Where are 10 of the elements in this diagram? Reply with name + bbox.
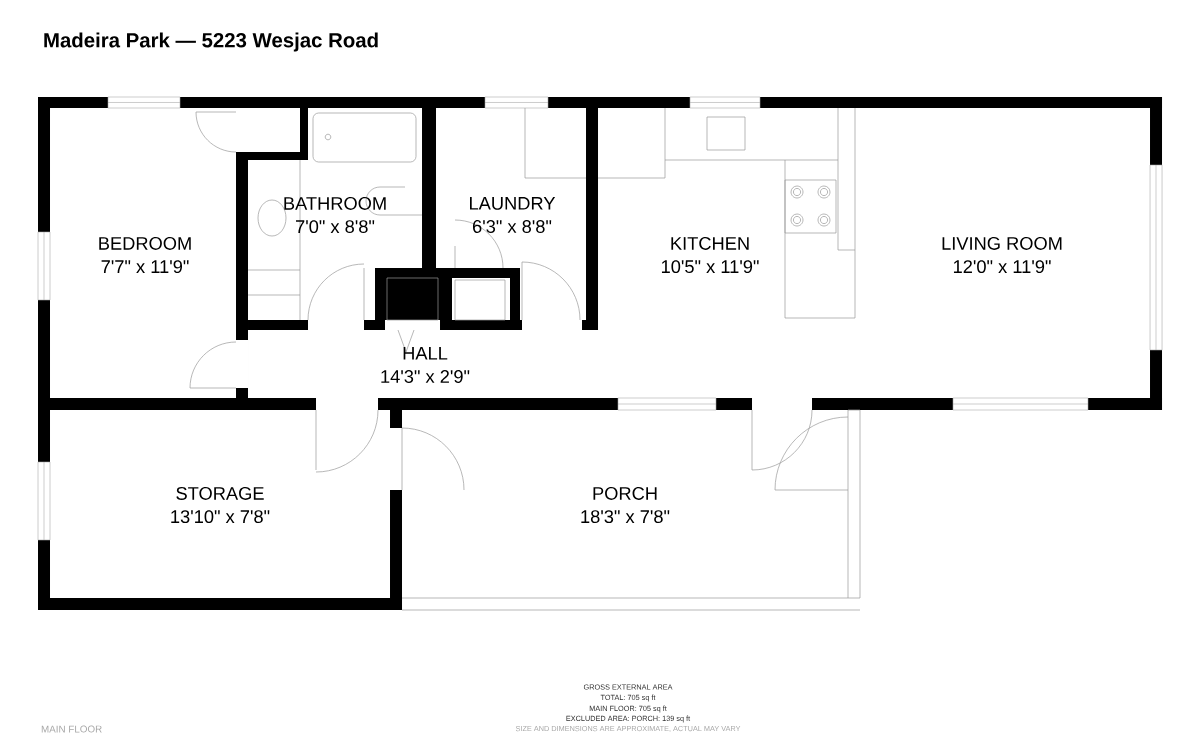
- floor-label: MAIN FLOOR: [41, 725, 102, 733]
- room-label: BATHROOM 7'0" x 8'8": [284, 196, 386, 234]
- room-label: LAUNDRY 6'3" x 8'8": [470, 197, 556, 233]
- room-label: KITCHEN 10'5" x 11'9": [661, 236, 759, 274]
- room-label: PORCH 18'3" x 7'8": [581, 486, 670, 524]
- room-label: HALL 14'3" x 2'9": [381, 347, 470, 383]
- room-label: STORAGE 13'10" x 7'8": [171, 486, 270, 524]
- room-label: BEDROOM 7'7" x 11'9": [99, 236, 191, 274]
- room-label: LIVING ROOM 12'0" x 11'9": [942, 236, 1062, 274]
- title: Madeira Park — 5223 Wesjac Road: [44, 32, 378, 52]
